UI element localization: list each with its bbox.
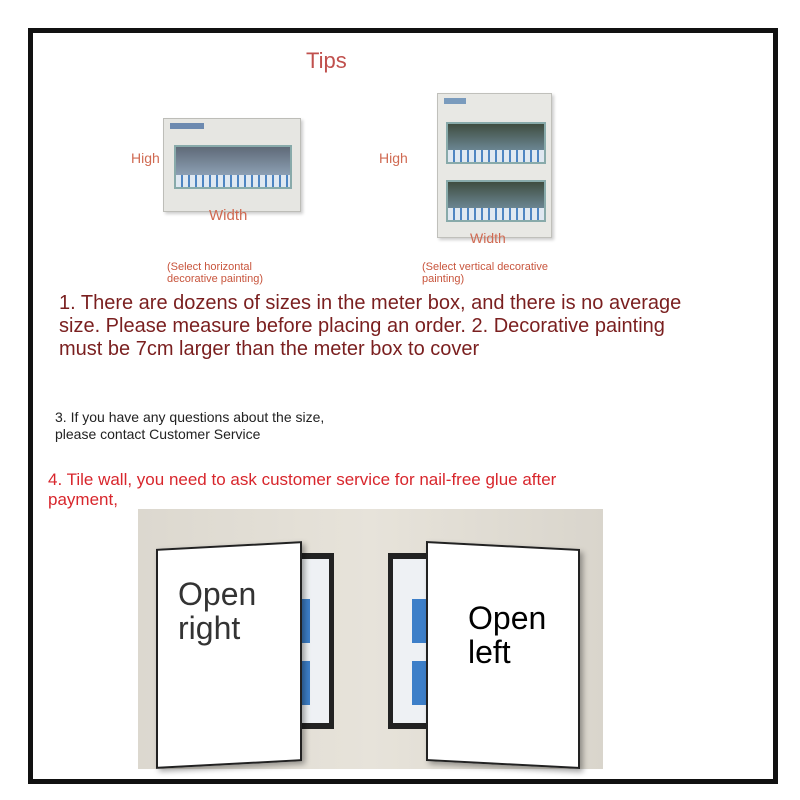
- brand-label: [170, 123, 204, 129]
- door-open-left-line1: Open: [468, 600, 547, 636]
- door-open-left-label: Open left: [468, 601, 546, 669]
- horizontal-note-line1: (Select horizontal: [167, 261, 252, 273]
- breaker-strip: [174, 145, 292, 189]
- horizontal-high-label: High: [131, 150, 160, 166]
- door-open-right-label: Open right: [178, 577, 256, 645]
- horizontal-note-line2: decorative painting): [167, 273, 264, 285]
- vertical-width-label: Width: [470, 230, 506, 246]
- note-contact-line2: please contact Customer Service: [55, 426, 261, 442]
- note-contact: 3. If you have any questions about the s…: [55, 409, 375, 443]
- horizontal-width-label: Width: [209, 207, 248, 224]
- right-breaker-top: [412, 599, 426, 643]
- vertical-high-label: High: [379, 150, 408, 166]
- vertical-note-line2: painting): [422, 273, 465, 285]
- door-open-right-line2: right: [178, 610, 241, 646]
- door-opening-photo: Open right Open left: [138, 509, 603, 770]
- brand-label: [444, 98, 466, 104]
- tips-title: Tips: [306, 48, 347, 73]
- door-open-right-line1: Open: [178, 576, 257, 612]
- vertical-meter-box-image: [437, 93, 552, 238]
- door-open-left-line2: left: [468, 634, 511, 670]
- note-sizes: 1. There are dozens of sizes in the mete…: [59, 292, 682, 360]
- right-breaker-bottom: [412, 661, 426, 705]
- note-tile-wall: 4. Tile wall, you need to ask customer s…: [48, 470, 557, 509]
- horizontal-note: (Select horizontal decorative painting): [167, 261, 307, 285]
- note-contact-line1: 3. If you have any questions about the s…: [55, 409, 325, 425]
- breaker-strip-top: [446, 122, 546, 164]
- horizontal-meter-box-image: [163, 118, 301, 212]
- breaker-strip-bottom: [446, 180, 546, 222]
- vertical-note: (Select vertical decorative painting): [422, 261, 582, 285]
- vertical-note-line1: (Select vertical decorative: [422, 261, 548, 273]
